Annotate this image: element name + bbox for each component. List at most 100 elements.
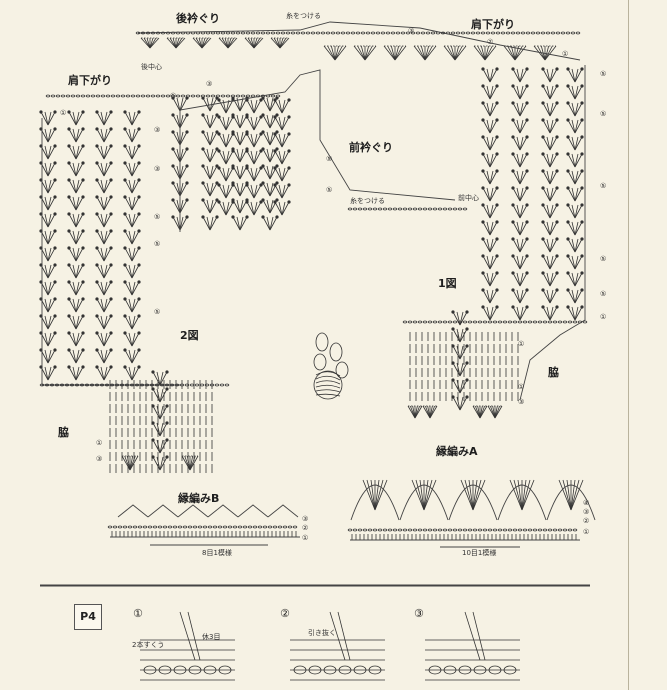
chain-stitch [202, 525, 208, 529]
chain-stitch [275, 31, 281, 35]
v-cluster [171, 198, 189, 214]
chain-stitch [280, 31, 286, 35]
edging-a-stitch [562, 479, 572, 511]
chain-stitch [350, 31, 356, 35]
v-cluster [67, 212, 85, 228]
v-cluster [95, 110, 113, 126]
v-cluster [171, 147, 189, 163]
v-cluster [481, 237, 499, 253]
v-cluster [123, 110, 141, 126]
chain-stitch [177, 525, 183, 529]
step-2-note-left: 引き抜く [308, 629, 336, 637]
v-cluster [481, 305, 499, 321]
chain-stitch [545, 31, 551, 35]
shell-stitch [472, 405, 488, 419]
v-cluster [261, 198, 279, 214]
v-cluster [231, 130, 249, 146]
row-marker: ④ [583, 499, 590, 507]
row-marker: ② [487, 38, 494, 46]
chain-stitch [385, 31, 391, 35]
v-cluster [451, 395, 469, 411]
v-cluster [541, 67, 559, 83]
chain-stitch [517, 320, 523, 324]
chain-stitch [330, 31, 336, 35]
v-cluster [171, 164, 189, 180]
row-marker: ① [600, 313, 607, 321]
v-cluster [566, 271, 584, 287]
chain-stitch [390, 31, 396, 35]
join-yarn-front-label: 糸をつける [350, 197, 385, 205]
chain-stitch [242, 525, 248, 529]
v-cluster [451, 361, 469, 377]
side-left-label: 脇 [58, 426, 69, 439]
shell-stitch [218, 37, 238, 49]
edging-a-stitch [370, 479, 376, 511]
chain-stitch [500, 31, 506, 35]
v-cluster [151, 421, 169, 437]
chain-stitch [75, 94, 81, 98]
v-cluster [123, 263, 141, 279]
v-cluster [231, 147, 249, 163]
edging-a-stitch [415, 479, 425, 511]
chain-stitch [437, 528, 443, 532]
v-cluster [123, 161, 141, 177]
v-cluster [481, 186, 499, 202]
chain-stitch [135, 94, 141, 98]
row-marker: ① [302, 534, 309, 542]
v-cluster [511, 169, 529, 185]
edging-a-stitch [460, 479, 474, 511]
v-cluster [451, 327, 469, 343]
chain-stitch [455, 31, 461, 35]
edging-a-stitch [570, 479, 584, 511]
row-marker: ⑤ [600, 70, 607, 78]
chain-stitch [127, 525, 133, 529]
chain-stitch [480, 31, 486, 35]
v-cluster [217, 115, 235, 131]
chain-stitch [392, 528, 398, 532]
shell-stitch [140, 37, 160, 49]
chain-stitch [45, 94, 51, 98]
edging-a-arch [350, 484, 400, 521]
edging-a-stitch [509, 479, 523, 511]
v-cluster [261, 215, 279, 231]
edging-b-peak [117, 504, 149, 518]
v-cluster [541, 203, 559, 219]
chain-stitch [477, 320, 483, 324]
edging-a-stitch [423, 479, 437, 511]
chain-stitch [220, 94, 226, 98]
chain-stitch [502, 320, 508, 324]
edging-a-stitch [570, 479, 580, 511]
chain-stitch [512, 320, 518, 324]
chain-stitch [225, 31, 231, 35]
v-cluster [511, 305, 529, 321]
chain-stitch [490, 31, 496, 35]
v-cluster [171, 181, 189, 197]
v-cluster [217, 166, 235, 182]
v-cluster [95, 314, 113, 330]
v-cluster [245, 166, 263, 182]
chain-stitch [295, 31, 301, 35]
chain-stitch [547, 528, 553, 532]
chain-stitch [552, 528, 558, 532]
chain-stitch [90, 94, 96, 98]
v-cluster [566, 305, 584, 321]
chain-stitch [292, 525, 298, 529]
chain-stitch [422, 207, 428, 211]
chain-stitch [105, 94, 111, 98]
v-cluster [123, 331, 141, 347]
v-cluster [67, 195, 85, 211]
v-cluster [245, 132, 263, 148]
v-cluster [67, 144, 85, 160]
chain-stitch [192, 525, 198, 529]
chain-stitch [260, 31, 266, 35]
v-cluster [481, 203, 499, 219]
chain-stitch [257, 525, 263, 529]
chain-stitch [367, 207, 373, 211]
edging-a-stitch [570, 479, 576, 511]
edging-a-stitch [374, 479, 388, 511]
fig1-label: 1図 [438, 277, 457, 290]
chain-stitch [515, 31, 521, 35]
chain-stitch [395, 31, 401, 35]
edging-a-stitch [521, 479, 531, 511]
